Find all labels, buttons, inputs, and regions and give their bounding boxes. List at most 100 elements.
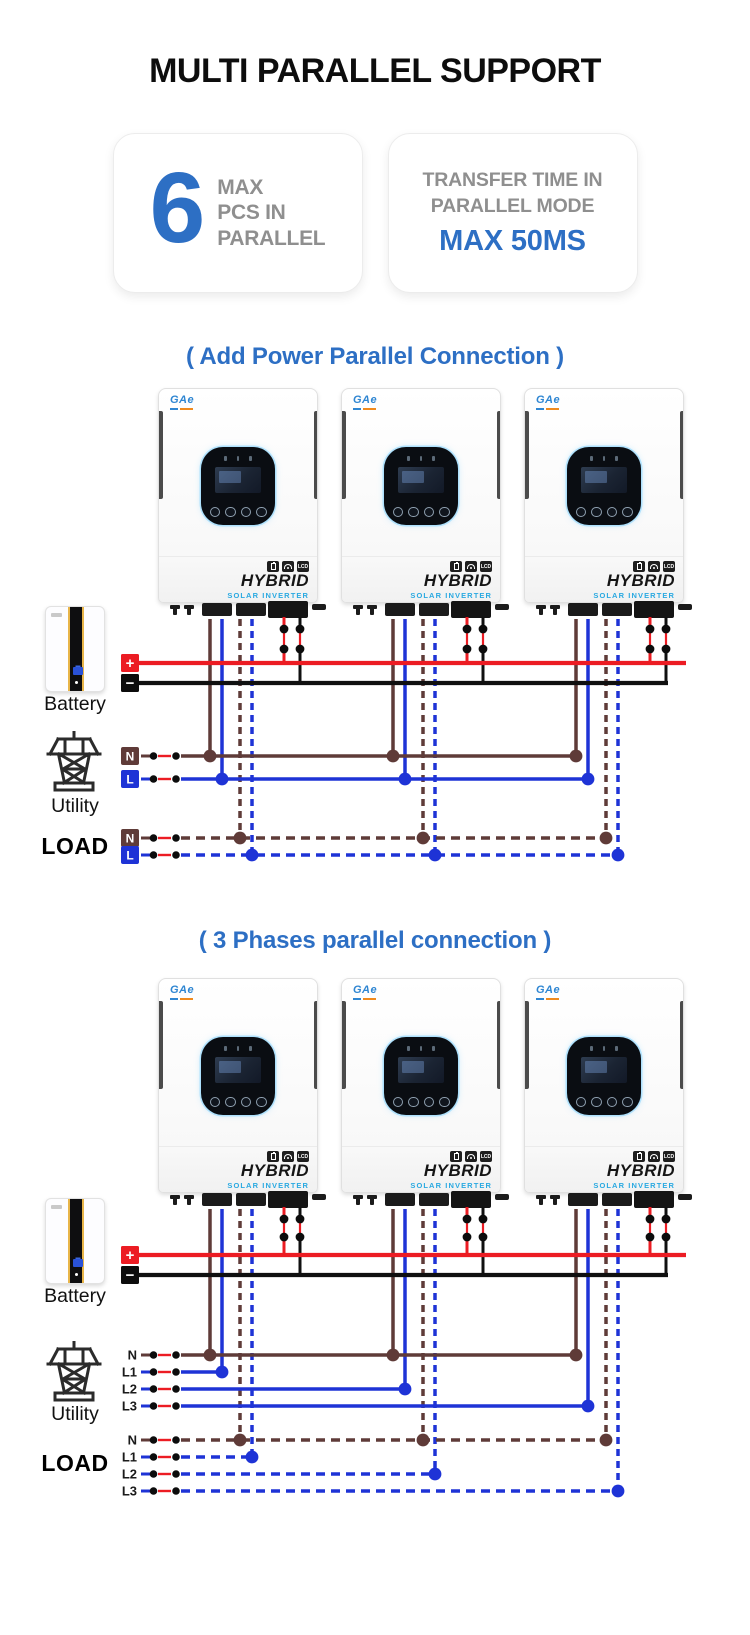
brand-subtext-blue	[170, 408, 178, 410]
mount-bolt	[370, 605, 374, 615]
wifi-badge-icon	[465, 561, 477, 572]
model-subtitle: SOLAR INVERTER	[593, 591, 675, 600]
feature-cards: 6 MAX PCS IN PARALLEL TRANSFER TIME IN P…	[0, 133, 750, 293]
junction-dot	[428, 1467, 442, 1481]
battery-connector	[451, 601, 491, 618]
brand-logo: GAe	[536, 985, 580, 1012]
fuse-dot	[645, 644, 655, 654]
plus-terminal-label: +	[126, 1247, 135, 1264]
battery-logo	[51, 1205, 62, 1209]
breaker-dot	[172, 1385, 180, 1393]
breaker-dot	[172, 1402, 180, 1410]
ac-input-connector	[202, 603, 232, 616]
ground-lug	[678, 1194, 692, 1200]
junction-dot	[203, 1348, 217, 1362]
fuse-dot	[661, 644, 671, 654]
wifi-badge-icon	[648, 1151, 660, 1162]
model-name: HYBRID	[606, 571, 675, 590]
mount-bolt	[356, 605, 360, 615]
breaker-dot	[149, 1470, 158, 1478]
ac-output-connector	[236, 1193, 266, 1206]
battery-label: Battery	[44, 1285, 106, 1307]
lcd-display-panel	[201, 447, 275, 525]
control-buttons	[384, 1096, 458, 1107]
lcd-badge: LCD	[297, 1151, 309, 1162]
lcd-badge: LCD	[663, 1151, 675, 1162]
breaker-dot	[149, 851, 158, 859]
model-subtitle: SOLAR INVERTER	[227, 591, 309, 600]
ground-lug	[678, 604, 692, 610]
ground-lug	[312, 604, 326, 610]
diagram-3-phases-parallel: GAe LCD HYBRID SOLAR INVERTER GAe	[0, 963, 750, 1583]
fuse-dot	[478, 624, 488, 634]
lcd-badge: LCD	[663, 561, 675, 572]
junction-dot	[416, 831, 430, 845]
model-subtitle: SOLAR INVERTER	[593, 1181, 675, 1190]
control-buttons	[384, 506, 458, 517]
model-name: HYBRID	[423, 1161, 492, 1180]
heatsink-fin-left	[159, 411, 163, 499]
fuse-dot	[645, 1232, 655, 1242]
junction-dot	[398, 772, 412, 786]
lcd-screen	[215, 467, 261, 493]
brand-logo: GAe	[170, 395, 214, 422]
hybrid-inverter: GAe LCD HYBRID SOLAR INVERTER	[341, 388, 501, 603]
lcd-display-panel	[384, 1037, 458, 1115]
model-name: HYBRID	[423, 571, 492, 590]
ground-lug	[312, 1194, 326, 1200]
lcd-display-panel	[567, 447, 641, 525]
line-label: L1	[122, 1365, 137, 1380]
ac-output-connector	[602, 603, 632, 616]
feature-badges: LCD	[633, 561, 675, 572]
fuse-dot	[295, 1214, 305, 1224]
line-label: L3	[122, 1399, 137, 1414]
battery-badge-icon	[267, 561, 279, 572]
minus-terminal-label: −	[126, 1267, 135, 1284]
fuse-dot	[661, 624, 671, 634]
load-label: LOAD	[41, 1450, 109, 1476]
feature-badges: LCD	[267, 1151, 309, 1162]
breaker-dot	[172, 834, 180, 842]
fuse-dot	[478, 644, 488, 654]
brand-logo: GAe	[353, 985, 397, 1012]
fuse-dot	[462, 624, 472, 634]
junction-dot	[215, 772, 229, 786]
battery-badge-icon	[633, 561, 645, 572]
minus-terminal	[121, 674, 139, 692]
brand-subtext-blue	[353, 998, 361, 1000]
breaker-dot	[172, 752, 180, 760]
mount-bolt	[173, 1195, 177, 1205]
heatsink-fin-right	[313, 1001, 317, 1089]
brand-text: GAe	[170, 984, 195, 996]
breaker-dot	[172, 1470, 180, 1478]
junction-dot	[569, 1348, 583, 1362]
battery-label: Battery	[44, 693, 106, 715]
battery-badge-icon	[450, 1151, 462, 1162]
page: { "header": { "title": "MULTI PARALLEL S…	[0, 52, 750, 1635]
lcd-screen	[215, 1057, 261, 1083]
line-label: L2	[122, 1382, 137, 1397]
junction-dot	[233, 831, 247, 845]
indicator-leds	[384, 1046, 458, 1051]
junction-dot	[203, 749, 217, 763]
lcd-screen	[398, 1057, 444, 1083]
breaker-dot	[149, 1436, 158, 1444]
feature-badges: LCD	[450, 561, 492, 572]
junction-dot	[581, 1399, 595, 1413]
heatsink-fin-right	[679, 1001, 683, 1089]
breaker-dot	[149, 775, 158, 783]
utility-tower-icon	[46, 731, 102, 792]
breaker-dot	[172, 1436, 180, 1444]
fuse-dot	[295, 624, 305, 634]
ac-output-connector	[236, 603, 266, 616]
lcd-display-panel	[384, 447, 458, 525]
heatsink-fin-left	[525, 411, 529, 499]
indicator-leds	[201, 456, 275, 461]
brand-subtext-orange	[546, 998, 559, 1000]
breaker-dot	[149, 1402, 158, 1410]
line-terminal-box	[121, 770, 139, 788]
breaker-dot	[172, 1351, 180, 1359]
plus-terminal	[121, 654, 139, 672]
battery-connector	[451, 1191, 491, 1208]
battery-badge-icon	[633, 1151, 645, 1162]
